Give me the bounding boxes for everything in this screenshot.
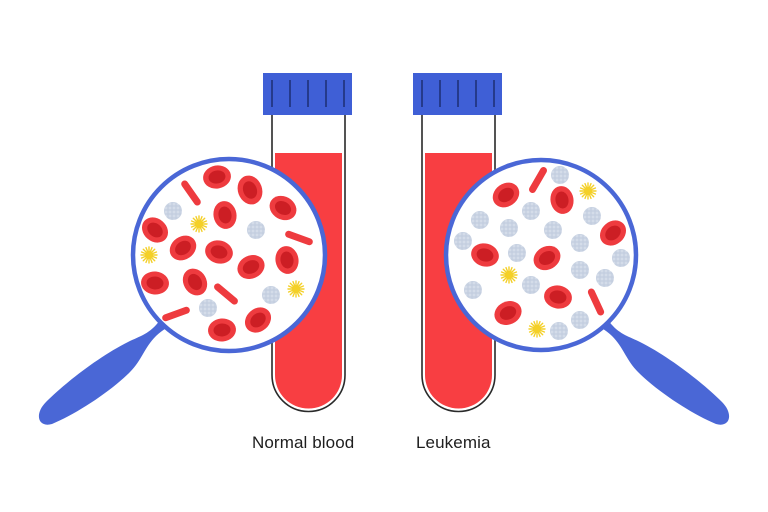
- tube-cap-icon: [413, 73, 502, 115]
- label-normal-blood: Normal blood: [252, 433, 355, 452]
- magnifier-leukemia: [443, 157, 730, 425]
- tube-cap-icon: [263, 73, 352, 115]
- magnifier-normal: [38, 156, 328, 425]
- label-leukemia: Leukemia: [416, 433, 491, 452]
- magnifier-handle: [592, 320, 730, 425]
- magnifier-handle: [38, 320, 176, 425]
